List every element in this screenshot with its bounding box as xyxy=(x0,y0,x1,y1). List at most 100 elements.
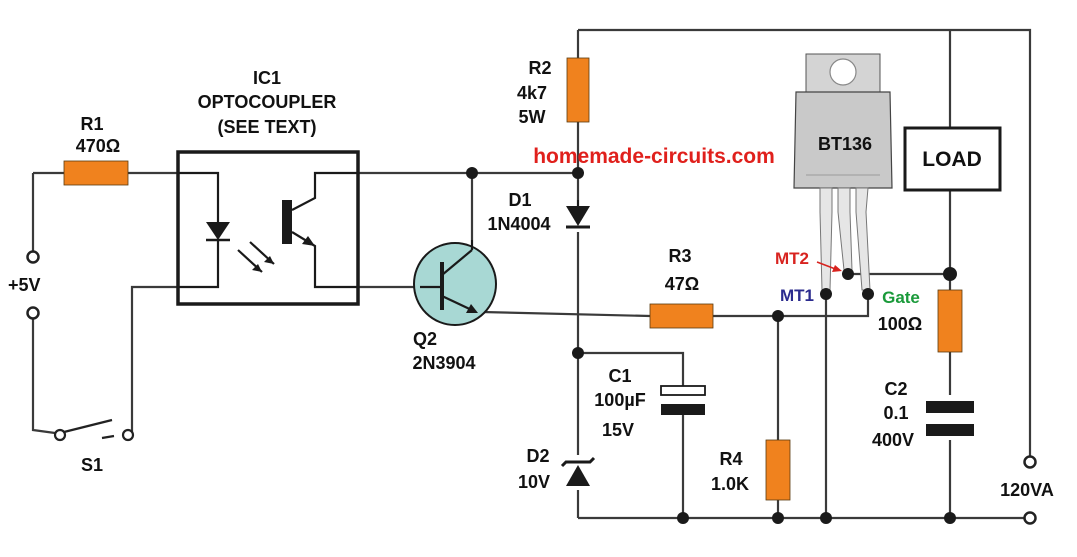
r2-power: 5W xyxy=(519,107,546,127)
switch-blade xyxy=(63,418,113,434)
ic1-name: IC1 xyxy=(253,68,281,88)
r2-value: 4k7 xyxy=(517,83,547,103)
junction-dot xyxy=(943,267,957,281)
q2-collector-lead xyxy=(441,249,473,276)
switch-contact-right xyxy=(121,428,135,442)
q2-body xyxy=(413,242,497,326)
mains-terminal-top xyxy=(1023,455,1037,469)
junction-dot xyxy=(466,167,478,179)
triac-part: BT136 xyxy=(818,134,872,154)
wire-left-lower xyxy=(31,313,56,435)
gate-label: Gate xyxy=(882,288,920,307)
c1-name: C1 xyxy=(608,366,631,386)
led-wire-bottom xyxy=(178,240,220,289)
supply-terminal-top xyxy=(26,250,40,264)
junction-dot xyxy=(572,347,584,359)
d2-triangle xyxy=(566,465,590,486)
d1-part: 1N4004 xyxy=(487,214,550,234)
zener-d2 xyxy=(560,456,596,486)
junction-dot xyxy=(772,512,784,524)
mt2-pointer-head xyxy=(832,265,842,272)
c2-plate xyxy=(926,401,974,413)
watermark: homemade-circuits.com xyxy=(533,145,775,168)
wires xyxy=(31,28,1032,520)
mt2-label: MT2 xyxy=(775,249,809,268)
ic1-line1: OPTOCOUPLER xyxy=(198,92,337,112)
d1-name: D1 xyxy=(508,190,531,210)
c2-value: 0.1 xyxy=(883,403,908,423)
wire-s1-right xyxy=(130,285,178,433)
r3-name: R3 xyxy=(668,246,691,266)
r1-name: R1 xyxy=(80,114,103,134)
terminals xyxy=(26,250,1037,525)
mains-terminal-bottom xyxy=(1023,511,1037,525)
c1-voltage: 15V xyxy=(602,420,634,440)
r3-value: 47Ω xyxy=(665,274,699,294)
optocoupler-box xyxy=(176,150,360,306)
triac-body xyxy=(793,91,893,189)
wire-r4-to-gate xyxy=(778,297,870,318)
c1-plate-positive xyxy=(660,385,706,396)
phototransistor-emitter xyxy=(291,231,358,289)
load-label: LOAD xyxy=(922,148,982,171)
junctions xyxy=(466,167,957,524)
capacitor-c1 xyxy=(660,385,706,415)
r4-name: R4 xyxy=(719,449,742,469)
labels: R1 470Ω IC1 OPTOCOUPLER (SEE TEXT) +5V S… xyxy=(8,58,1054,500)
triac-lead-mt1 xyxy=(819,187,833,291)
resistor-r3 xyxy=(649,303,714,329)
junction-dot xyxy=(677,512,689,524)
c2-name: C2 xyxy=(884,379,907,399)
r4-value: 1.0K xyxy=(711,474,749,494)
arrowhead xyxy=(252,264,262,272)
c2-voltage: 400V xyxy=(872,430,914,450)
switch-contact-left xyxy=(53,428,67,442)
triac-pin-gate xyxy=(862,288,874,300)
d1-triangle xyxy=(566,206,590,226)
triac-mount-hole xyxy=(829,58,857,86)
triac-pin-mt2 xyxy=(842,268,854,280)
junction-dot xyxy=(820,512,832,524)
resistors xyxy=(63,57,963,501)
phototransistor-collector xyxy=(291,171,358,211)
d2-bar xyxy=(560,456,596,468)
ic1-line2: (SEE TEXT) xyxy=(217,117,316,137)
junction-dot xyxy=(772,310,784,322)
switch-s1 xyxy=(53,418,135,442)
resistor-r1 xyxy=(63,160,129,186)
s1-label: S1 xyxy=(81,455,103,475)
optocoupler-ic1 xyxy=(176,150,360,306)
emitter-arrow xyxy=(302,236,315,246)
led-wire xyxy=(178,171,220,222)
resistor-rgate xyxy=(937,289,963,353)
led-diode-icon xyxy=(206,222,230,240)
resistor-r4 xyxy=(765,439,791,501)
junction-dot xyxy=(944,512,956,524)
triac-pin-mt1 xyxy=(820,288,832,300)
supply-label: +5V xyxy=(8,275,41,295)
r1-value: 470Ω xyxy=(76,136,120,156)
mains-label: 120VA xyxy=(1000,480,1054,500)
q2-part: 2N3904 xyxy=(412,353,475,373)
c2-plate xyxy=(926,424,974,436)
triac-bt136 xyxy=(793,53,893,300)
supply-terminal-bottom xyxy=(26,306,40,320)
d2-value: 10V xyxy=(518,472,550,492)
d2-name: D2 xyxy=(526,446,549,466)
load-box xyxy=(903,126,1002,192)
c1-plate-negative xyxy=(661,404,705,415)
arrowhead xyxy=(264,256,274,264)
c1-value: 100µF xyxy=(594,390,645,410)
triac-lead-mt2 xyxy=(837,187,853,271)
q2-name: Q2 xyxy=(413,329,437,349)
q2-emitter-arrow xyxy=(466,304,478,313)
rgate-value: 100Ω xyxy=(878,314,922,334)
mt1-label: MT1 xyxy=(780,286,814,305)
resistor-r2 xyxy=(566,57,590,123)
junction-dot xyxy=(572,167,584,179)
switch-contact-mid xyxy=(101,434,115,440)
diode-d1 xyxy=(566,200,590,229)
phototransistor-base xyxy=(282,200,292,244)
